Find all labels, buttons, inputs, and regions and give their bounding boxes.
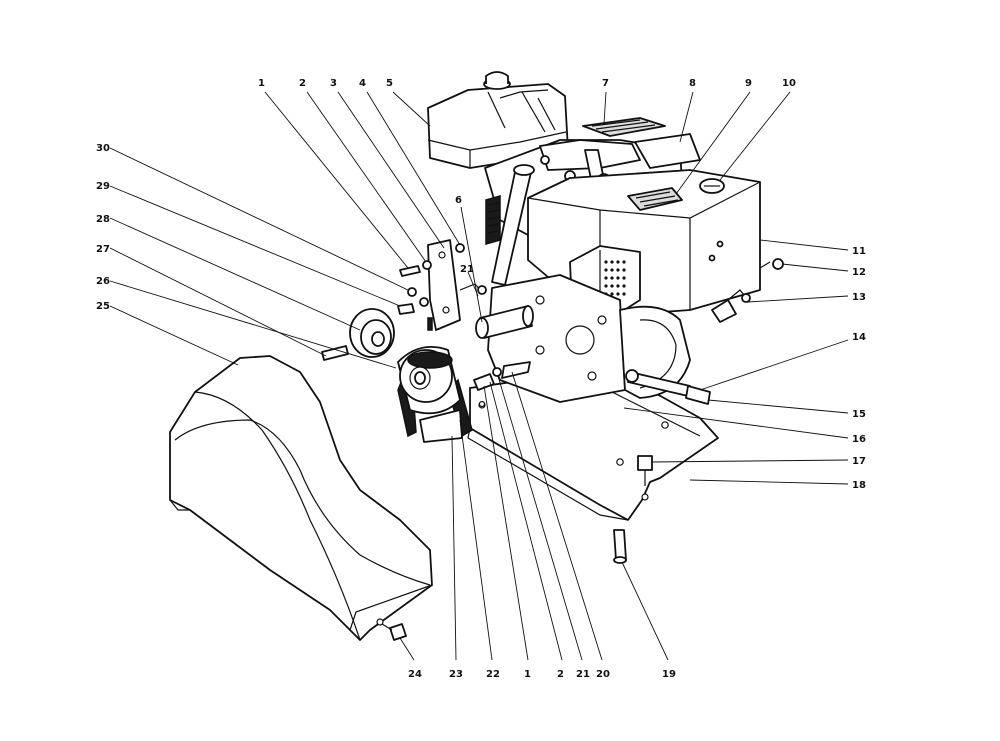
idler-bracket <box>397 239 487 331</box>
callout-12: 12 <box>852 267 866 278</box>
callout-21-left: 21 <box>460 264 474 275</box>
leader-lines <box>109 91 849 661</box>
callout-11: 11 <box>852 246 866 257</box>
callout-27: 27 <box>96 244 110 255</box>
callout-5: 5 <box>386 78 393 89</box>
callout-3: 3 <box>330 78 337 89</box>
callout-4: 4 <box>359 78 366 89</box>
engine-front-plate <box>475 274 691 403</box>
callout-8: 8 <box>689 78 696 89</box>
callout-26: 26 <box>96 276 110 287</box>
callout-labels: 1 2 3 4 5 6 7 8 9 10 11 12 13 14 15 16 1… <box>96 78 866 680</box>
callout-28: 28 <box>96 214 110 225</box>
base-bolts <box>381 455 653 641</box>
callout-29: 29 <box>96 181 110 192</box>
callout-13: 13 <box>852 292 866 303</box>
starter-cord <box>711 258 784 323</box>
callout-22: 22 <box>486 669 500 680</box>
callout-1-top: 1 <box>258 78 265 89</box>
callout-9: 9 <box>745 78 752 89</box>
callout-24: 24 <box>408 669 422 680</box>
callout-19: 19 <box>662 669 676 680</box>
callout-6: 6 <box>455 195 462 206</box>
callout-10: 10 <box>782 78 796 89</box>
callout-18: 18 <box>852 480 866 491</box>
callout-30: 30 <box>96 143 110 154</box>
drive-pulley <box>397 346 531 415</box>
callout-15: 15 <box>852 409 866 420</box>
callout-1-bottom: 1 <box>524 669 531 680</box>
callout-25: 25 <box>96 301 110 312</box>
callout-17: 17 <box>852 456 866 467</box>
callout-20: 20 <box>596 669 610 680</box>
callout-23: 23 <box>449 669 463 680</box>
callout-2-bottom: 2 <box>557 669 564 680</box>
callout-16: 16 <box>852 434 866 445</box>
idler-pulley <box>321 308 395 361</box>
belt-guard <box>169 355 433 641</box>
callout-2-top: 2 <box>299 78 306 89</box>
control-rod <box>625 369 711 405</box>
callout-7: 7 <box>602 78 609 89</box>
callout-14: 14 <box>852 332 866 343</box>
callout-21-bottom: 21 <box>576 669 590 680</box>
